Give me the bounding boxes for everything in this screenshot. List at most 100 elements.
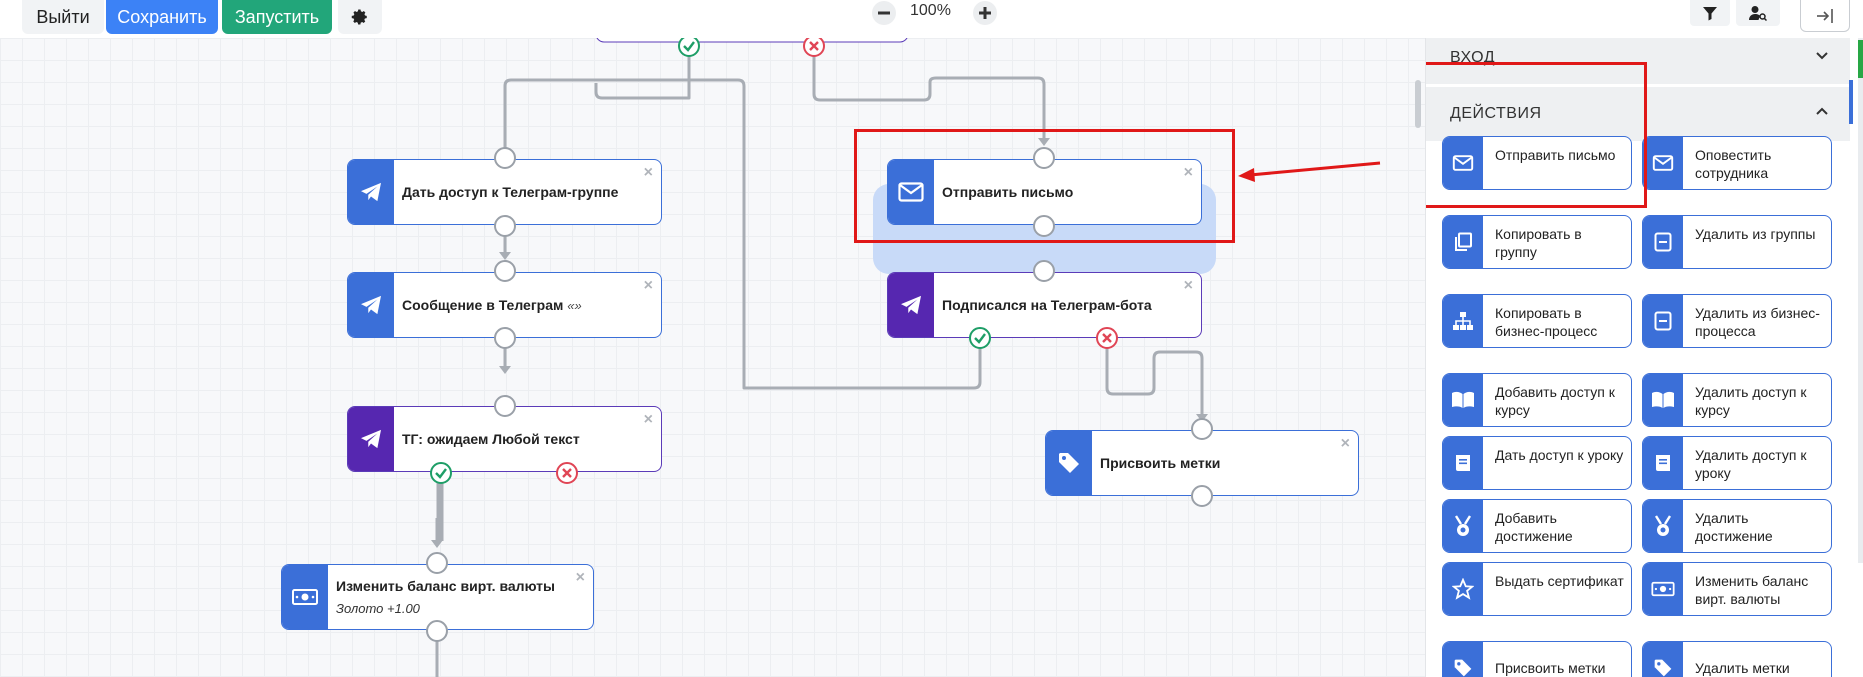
action-card-label: Присвоить метки xyxy=(1495,660,1606,676)
copy-icon xyxy=(1443,216,1483,268)
envelope-icon xyxy=(1443,137,1483,189)
output-port[interactable] xyxy=(426,620,448,642)
output-port[interactable] xyxy=(494,215,516,237)
lesson-icon xyxy=(1643,437,1683,489)
input-port[interactable] xyxy=(1033,147,1055,169)
action-card-label: Отправить письмо xyxy=(1495,147,1616,163)
book-icon xyxy=(1443,374,1483,426)
settings-button[interactable] xyxy=(338,0,382,34)
node-icon-box xyxy=(282,565,328,629)
node-title-suffix: «» xyxy=(567,298,582,313)
output-port[interactable] xyxy=(494,327,516,349)
action-card[interactable]: Дать доступ к уроку xyxy=(1442,436,1632,490)
save-button[interactable]: Сохранить xyxy=(106,0,218,34)
action-card[interactable]: Копировать в группу xyxy=(1442,215,1632,269)
node-tg-wait[interactable]: ТГ: ожидаем Любой текст × xyxy=(347,406,662,472)
input-port[interactable] xyxy=(494,395,516,417)
action-card[interactable]: Удалить из бизнес-процесса xyxy=(1642,294,1832,348)
x-icon xyxy=(1102,333,1112,343)
action-card-label: Удалить доступ к курсу xyxy=(1695,384,1807,418)
action-card-label: Копировать в бизнес-процесс xyxy=(1495,305,1598,339)
telegram-icon xyxy=(901,295,921,315)
action-card[interactable]: Удалить достижение xyxy=(1642,499,1832,553)
action-card[interactable]: Удалить доступ к уроку xyxy=(1642,436,1832,490)
action-card-label: Удалить метки xyxy=(1695,660,1790,676)
gear-icon xyxy=(351,9,367,25)
output-port[interactable] xyxy=(1033,215,1055,237)
action-card[interactable]: Копировать в бизнес-процесс xyxy=(1442,294,1632,348)
x-icon xyxy=(809,41,819,51)
workflow-canvas[interactable]: Дать доступ к Телеграм-группе × Сообщени… xyxy=(0,38,1425,677)
action-card-label: Удалить доступ к уроку xyxy=(1695,447,1807,481)
success-port[interactable] xyxy=(678,38,700,57)
input-port[interactable] xyxy=(1191,418,1213,440)
close-icon[interactable]: × xyxy=(1183,277,1193,294)
node-send-email[interactable]: Отправить письмо × xyxy=(887,159,1202,225)
node-icon-box xyxy=(888,273,934,337)
plus-icon xyxy=(973,1,997,25)
action-card[interactable]: Добавить доступ к курсу xyxy=(1442,373,1632,427)
filter-button[interactable] xyxy=(1690,0,1730,26)
action-card[interactable]: Изменить баланс вирт. валюты xyxy=(1642,562,1832,616)
action-card-label: Оповестить сотрудника xyxy=(1695,147,1772,181)
output-port[interactable] xyxy=(1191,485,1213,507)
chevron-down-icon xyxy=(1816,52,1828,60)
annotation-arrow xyxy=(1238,161,1381,182)
run-button[interactable]: Запустить xyxy=(222,0,332,34)
input-port[interactable] xyxy=(494,147,516,169)
close-icon[interactable]: × xyxy=(1340,435,1350,452)
section-input-header[interactable]: ВХОД xyxy=(1426,38,1850,84)
input-port[interactable] xyxy=(426,552,448,574)
action-card[interactable]: Удалить доступ к курсу xyxy=(1642,373,1832,427)
section-title: ВХОД xyxy=(1450,49,1496,66)
node-icon-box xyxy=(348,160,394,224)
action-card[interactable]: Присвоить метки xyxy=(1442,641,1632,677)
close-icon[interactable]: × xyxy=(1183,164,1193,181)
hierarchy-icon xyxy=(1443,295,1483,347)
close-icon[interactable]: × xyxy=(643,411,653,428)
action-card[interactable]: Оповестить сотрудника xyxy=(1642,136,1832,190)
action-card[interactable]: Отправить письмо xyxy=(1442,136,1632,190)
input-port[interactable] xyxy=(1033,260,1055,282)
envelope-icon xyxy=(1643,137,1683,189)
close-icon[interactable]: × xyxy=(643,277,653,294)
node-title: Дать доступ к Телеграм-группе xyxy=(402,184,619,200)
node-title: Отправить письмо xyxy=(942,184,1074,200)
action-card-label: Добавить достижение xyxy=(1495,510,1573,544)
close-icon[interactable]: × xyxy=(575,569,585,586)
section-actions-header[interactable]: ДЕЙСТВИЯ xyxy=(1426,87,1850,141)
telegram-icon xyxy=(361,429,381,449)
input-port[interactable] xyxy=(494,260,516,282)
exit-button[interactable]: Выйти xyxy=(22,0,104,34)
action-card[interactable]: Выдать сертификат xyxy=(1442,562,1632,616)
success-port[interactable] xyxy=(969,327,991,349)
tag-icon xyxy=(1643,642,1683,677)
error-port[interactable] xyxy=(803,38,825,57)
page-scrollbar-track[interactable] xyxy=(1858,38,1863,563)
action-card-label: Изменить баланс вирт. валюты xyxy=(1695,573,1809,607)
action-card[interactable]: Удалить из группы xyxy=(1642,215,1832,269)
section-title: ДЕЙСТВИЯ xyxy=(1450,105,1542,122)
zoom-in-button[interactable] xyxy=(968,0,1002,26)
node-icon-box xyxy=(348,273,394,337)
action-card[interactable]: Добавить достижение xyxy=(1442,499,1632,553)
check-icon xyxy=(683,41,695,52)
action-card[interactable]: Удалить метки xyxy=(1642,641,1832,677)
zoom-out-button[interactable] xyxy=(867,0,901,26)
chevron-up-icon xyxy=(1816,107,1828,115)
filter-icon xyxy=(1703,7,1717,21)
medal-icon xyxy=(1443,500,1483,552)
error-port[interactable] xyxy=(1096,327,1118,349)
success-port[interactable] xyxy=(430,462,452,484)
user-search-button[interactable] xyxy=(1736,0,1780,26)
node-tg-subscribed[interactable]: Подписался на Телеграм-бота × xyxy=(887,272,1202,338)
section-indicator xyxy=(1849,80,1853,124)
lesson-icon xyxy=(1443,437,1483,489)
panel-scrollbar-thumb[interactable] xyxy=(1415,80,1421,128)
error-port[interactable] xyxy=(556,462,578,484)
collapse-panel-button[interactable] xyxy=(1800,0,1850,32)
action-card-label: Удалить достижение xyxy=(1695,510,1773,544)
close-icon[interactable]: × xyxy=(643,164,653,181)
money-icon xyxy=(292,589,318,605)
page-scrollbar-thumb[interactable] xyxy=(1858,40,1863,78)
